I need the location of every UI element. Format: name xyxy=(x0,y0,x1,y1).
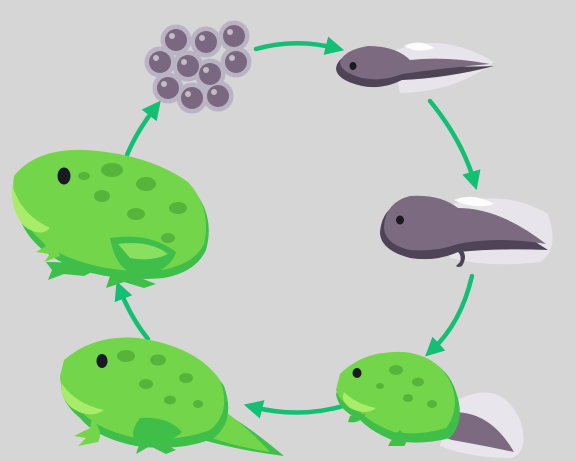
adult-frog-icon xyxy=(12,150,209,288)
egg xyxy=(199,63,221,85)
arrow-young-frog-to-adult xyxy=(120,290,148,339)
egg-highlight xyxy=(153,55,159,61)
arrow-tadpole-to-tadpole-legs xyxy=(430,101,474,181)
tadpole-legs-eye xyxy=(396,216,404,225)
egg-highlight xyxy=(161,81,167,87)
egg xyxy=(195,31,217,53)
egg-highlight xyxy=(199,35,205,41)
egg xyxy=(149,51,171,73)
egg-highlight xyxy=(227,29,233,35)
adult-frog-eye xyxy=(58,168,71,185)
egg xyxy=(223,25,245,47)
tadpole-with-legs-icon xyxy=(380,196,553,267)
arrow-tadpole-legs-to-froglet xyxy=(432,276,472,350)
young-frog-icon xyxy=(60,337,284,456)
egg-highlight xyxy=(181,59,187,65)
egg xyxy=(181,87,203,109)
froglet-icon xyxy=(336,352,524,458)
egg xyxy=(225,51,247,73)
egg xyxy=(165,29,187,51)
froglet-eye xyxy=(353,368,362,378)
young-frog-eye xyxy=(97,354,108,368)
egg-highlight xyxy=(211,89,217,95)
egg xyxy=(207,85,229,107)
tadpole-eye xyxy=(350,62,357,70)
egg xyxy=(157,77,179,99)
arrow-adult-to-eggs xyxy=(127,108,155,155)
tadpole-icon xyxy=(336,42,494,93)
egg xyxy=(177,55,199,77)
arrow-eggs-to-tadpole xyxy=(256,43,335,49)
frog-eggs-icon xyxy=(145,21,252,114)
egg-highlight xyxy=(169,33,175,39)
arrow-froglet-to-young-frog xyxy=(253,405,347,413)
egg-highlight xyxy=(185,91,191,97)
egg-highlight xyxy=(203,67,209,73)
egg-highlight xyxy=(229,55,235,61)
